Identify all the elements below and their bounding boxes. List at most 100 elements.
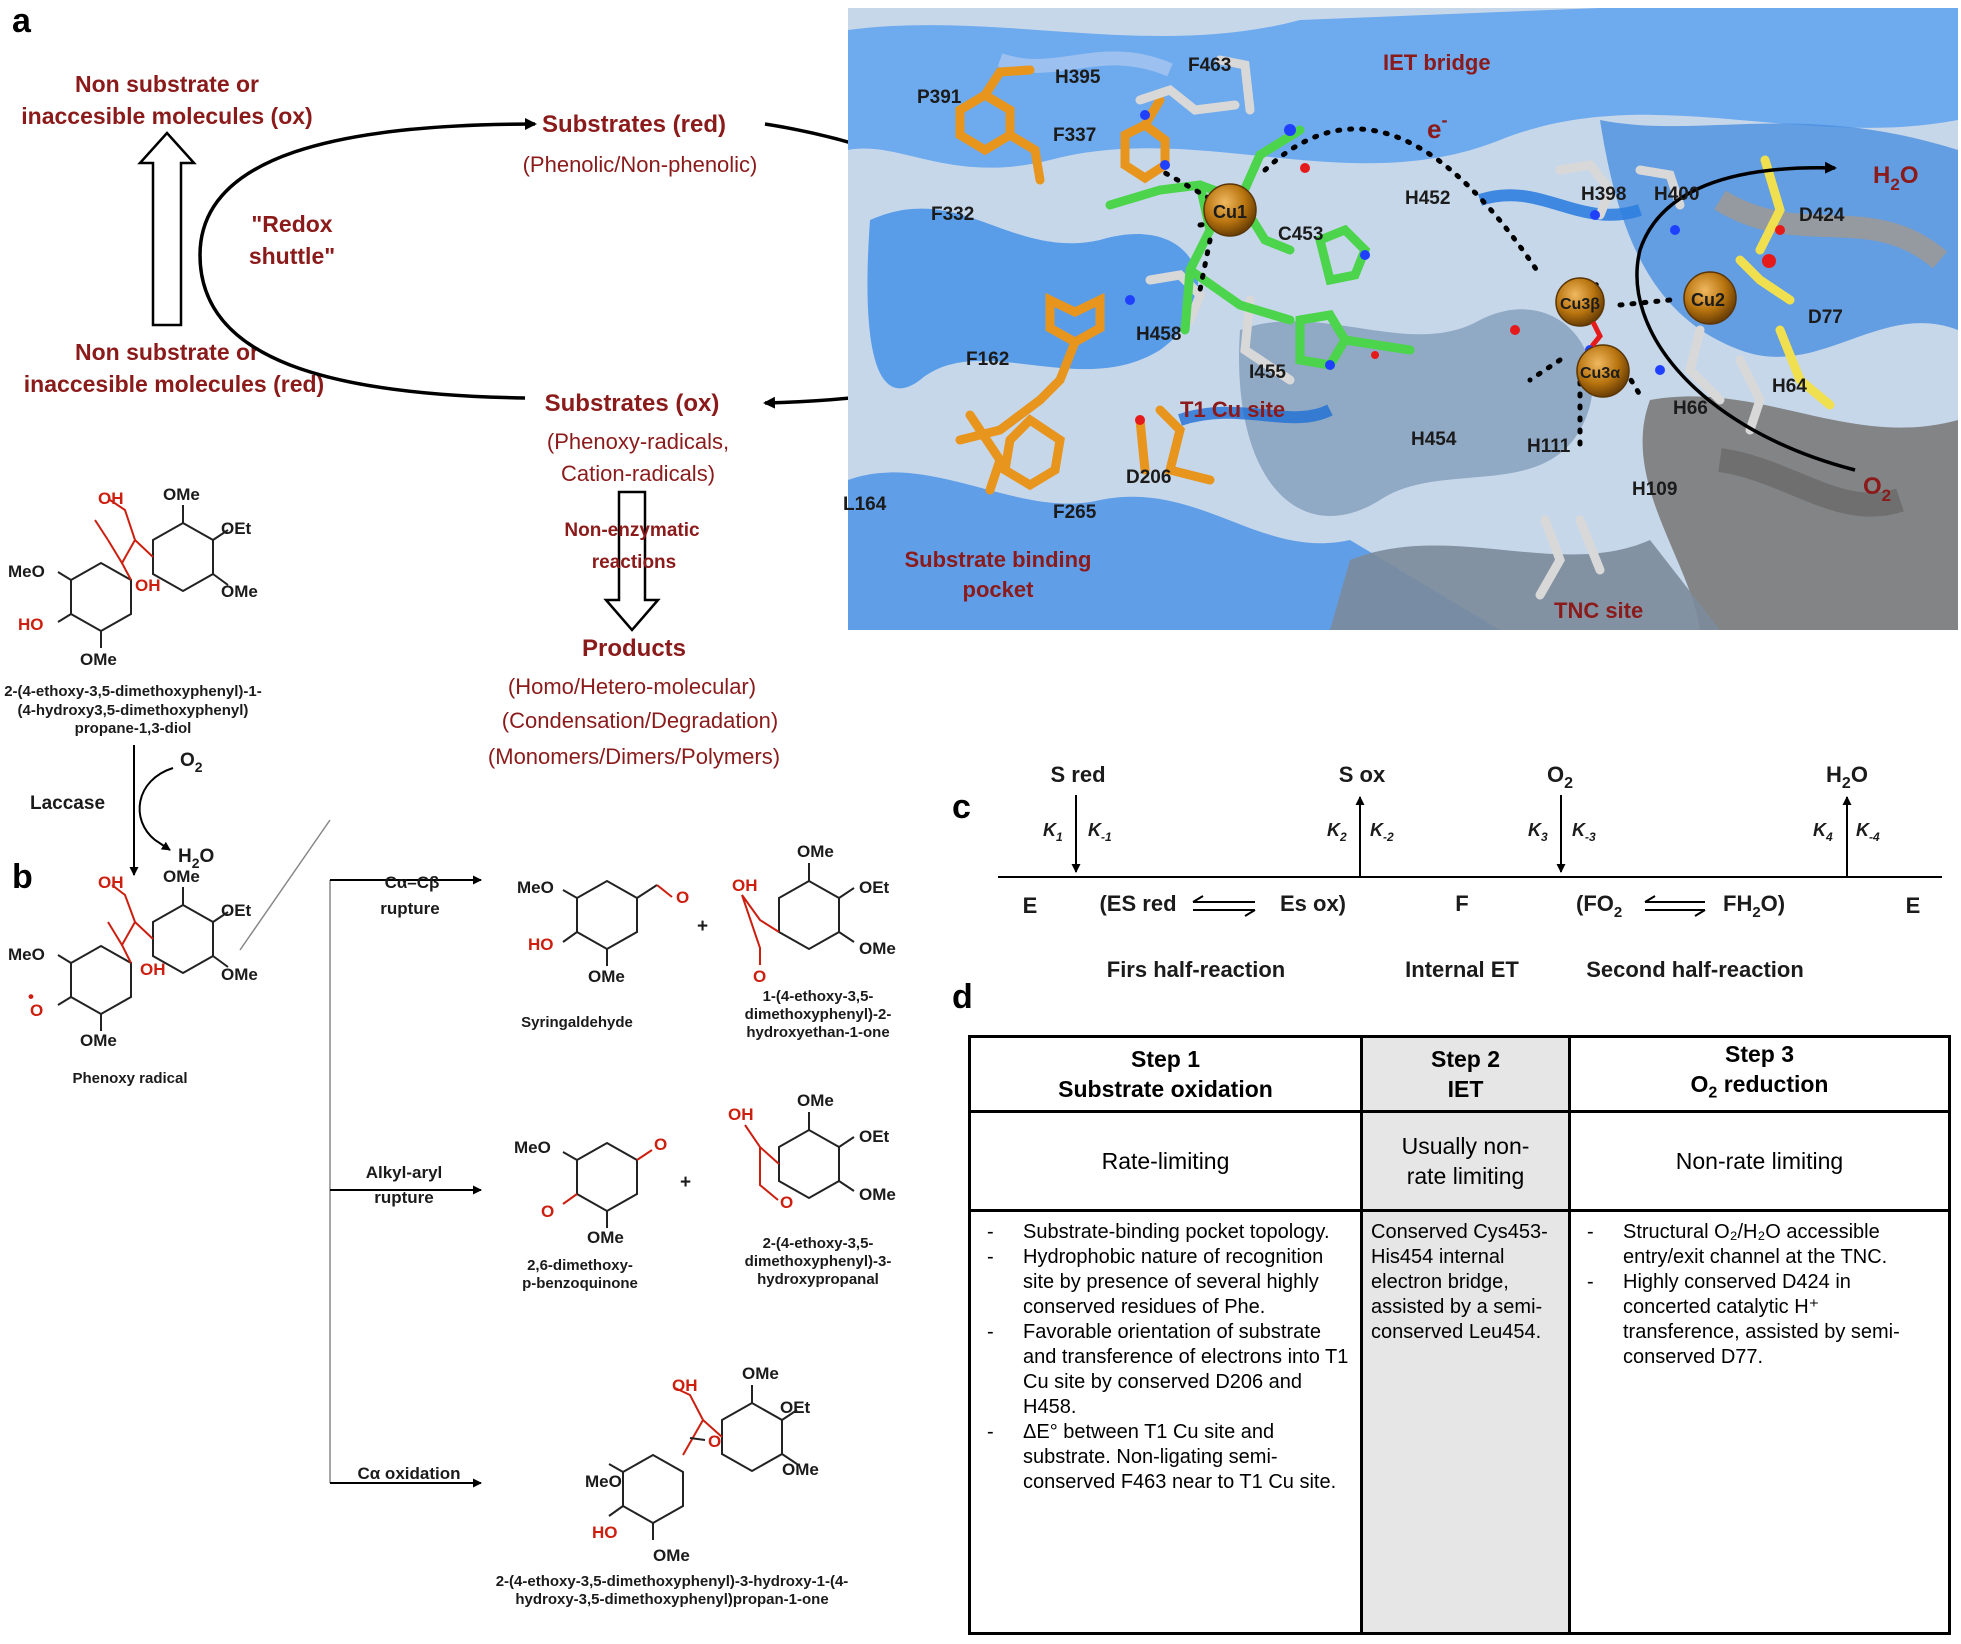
non-substrate-red-line2: inaccesible molecules (red): [24, 371, 324, 397]
res-H395: H395: [1055, 67, 1101, 88]
start-molecule: OMe OEt OMe OH OH MeO HO OMe: [8, 485, 258, 669]
step1-point: Favorable orientation of substrate and t…: [979, 1320, 1352, 1420]
svg-text:MeO: MeO: [8, 945, 45, 964]
svg-text:OEt: OEt: [859, 878, 890, 897]
svg-text:OEt: OEt: [780, 1398, 811, 1417]
p1b-name-2: dimethoxyphenyl)-2-: [745, 1006, 892, 1023]
route-2-line2: rupture: [374, 1188, 434, 1207]
non-substrate-ox-line1: Non substrate or: [75, 71, 259, 97]
protein-structure: P391 H395 F463 F337 F332 C453 H452 H458 …: [843, 8, 1958, 630]
step1-rate: Rate-limiting: [968, 1110, 1363, 1212]
svg-text:OH: OH: [732, 876, 758, 895]
pocket-label-1: Substrate binding: [905, 547, 1092, 572]
res-H458: H458: [1136, 324, 1181, 345]
res-H454: H454: [1411, 429, 1457, 450]
res-D77: D77: [1808, 307, 1843, 328]
benzoquinone: MeO O O OMe: [514, 1135, 667, 1247]
t1-site-label: T1 Cu site: [1180, 397, 1285, 422]
step2-rate: Usually non-rate limiting: [1360, 1110, 1571, 1212]
non-substrate-ox-line2: inaccesible molecules (ox): [21, 103, 312, 129]
svg-text:OMe: OMe: [588, 967, 625, 986]
substrates-ox-sub-1: (Phenoxy-radicals,: [547, 429, 729, 454]
step3-rate: Non-rate limiting: [1568, 1110, 1951, 1212]
svg-text:OMe: OMe: [80, 650, 117, 669]
res-D424: D424: [1799, 205, 1845, 226]
svg-text:HO: HO: [528, 935, 554, 954]
svg-text:OMe: OMe: [163, 867, 200, 886]
res-H452: H452: [1405, 188, 1450, 209]
p2b-name-1: 2-(4-ethoxy-3,5-: [763, 1235, 874, 1252]
products-sub-3: (Monomers/Dimers/Polymers): [488, 744, 780, 769]
s-ox-label: S ox: [1339, 762, 1386, 787]
p2a-name-2: p-benzoquinone: [522, 1275, 638, 1292]
step3-point: Structural O₂/H₂O accessible entry/exit …: [1579, 1220, 1940, 1270]
radical-molecule: OMe OEt OMe OH OH MeO O • OMe: [8, 867, 258, 1050]
p1a-name: Syringaldehyde: [521, 1014, 633, 1031]
f-state: F: [1455, 891, 1468, 916]
non-substrate-red-line1: Non substrate or: [75, 339, 259, 365]
non-enzymatic-line2: reactions: [592, 552, 676, 573]
redox-shuttle-line2: shuttle": [249, 243, 335, 269]
tnc-site-label: TNC site: [1554, 598, 1643, 623]
plus-2: +: [680, 1172, 691, 1193]
svg-text:OMe: OMe: [221, 965, 258, 984]
step3-details: Structural O₂/H₂O accessible entry/exit …: [1568, 1209, 1951, 1635]
o2-curve: [138, 767, 174, 851]
p3-molecule: OMe OEt OMe OH O MeO HO OMe: [585, 1364, 819, 1565]
products-sub-2: (Condensation/Degradation): [502, 708, 778, 733]
res-H64: H64: [1772, 376, 1807, 397]
panel-a-cycle: Non substrate or inaccesible molecules (…: [21, 71, 1064, 769]
svg-text:O: O: [708, 1432, 721, 1451]
step2-details: Conserved Cys453-His454 internal electro…: [1360, 1209, 1571, 1635]
route-1-line1: Cα–Cβ: [385, 873, 440, 892]
svg-text:OH: OH: [135, 576, 161, 595]
svg-text:O: O: [676, 888, 689, 907]
fh2o: FH2O): [1723, 891, 1785, 921]
svg-text:OEt: OEt: [221, 519, 252, 538]
h2o-label: H2O: [178, 846, 214, 871]
svg-text:OEt: OEt: [859, 1127, 890, 1146]
svg-text:HO: HO: [18, 615, 44, 634]
s-red-label: S red: [1050, 762, 1105, 787]
svg-text:OH: OH: [98, 489, 124, 508]
step1-details: Substrate-binding pocket topology. Hydro…: [968, 1209, 1363, 1635]
res-H109: H109: [1632, 479, 1677, 500]
start-name-3: propane-1,3-diol: [75, 720, 192, 737]
k-2: K-2: [1370, 820, 1394, 844]
iet-bridge-label: IET bridge: [1383, 50, 1491, 75]
svg-text:OMe: OMe: [163, 485, 200, 504]
p1b-name-3: hydroxyethan-1-one: [746, 1024, 889, 1041]
branch-lines: [239, 819, 331, 1483]
panel-b: OMe OEt OMe OH OH MeO HO OMe 2-(4-ethoxy…: [4, 485, 896, 1608]
svg-text:OMe: OMe: [742, 1364, 779, 1383]
res-H400: H400: [1654, 184, 1699, 205]
panel-c: S red S ox O2 H2O K1 K-1 K2 K-2 K3 K-3 K…: [998, 762, 1942, 982]
k1: K1: [1043, 820, 1063, 844]
p2b-name-2: dimethoxyphenyl)-3-: [745, 1253, 892, 1270]
route-1-line2: rupture: [380, 899, 440, 918]
panel-letter-b: b: [12, 858, 33, 896]
cycle-arc-left: [198, 118, 537, 400]
oxygen-label: O2: [1863, 473, 1891, 505]
svg-text:OMe: OMe: [797, 1091, 834, 1110]
svg-text:OMe: OMe: [859, 1185, 896, 1204]
svg-text:OMe: OMe: [587, 1228, 624, 1247]
step1-point: Hydrophobic nature of recognition site b…: [979, 1245, 1352, 1320]
radical-name: Phenoxy radical: [72, 1070, 187, 1087]
step3-point: Highly conserved D424 in concerted catal…: [1579, 1270, 1940, 1370]
res-H66: H66: [1673, 398, 1708, 419]
p3-name-1: 2-(4-ethoxy-3,5-dimethoxyphenyl)-3-hydro…: [496, 1573, 849, 1590]
svg-text:MeO: MeO: [585, 1472, 622, 1491]
svg-text:O: O: [780, 1193, 793, 1212]
step1-point: Substrate-binding pocket topology.: [979, 1220, 1352, 1245]
res-I455: I455: [1249, 362, 1286, 383]
o2-label: O2: [180, 750, 203, 775]
k2: K2: [1327, 820, 1347, 844]
svg-text:OH: OH: [672, 1376, 698, 1395]
fo2: (FO2: [1576, 891, 1622, 921]
panel-letter-d: d: [952, 978, 973, 1016]
pocket-label-2: pocket: [963, 577, 1035, 602]
